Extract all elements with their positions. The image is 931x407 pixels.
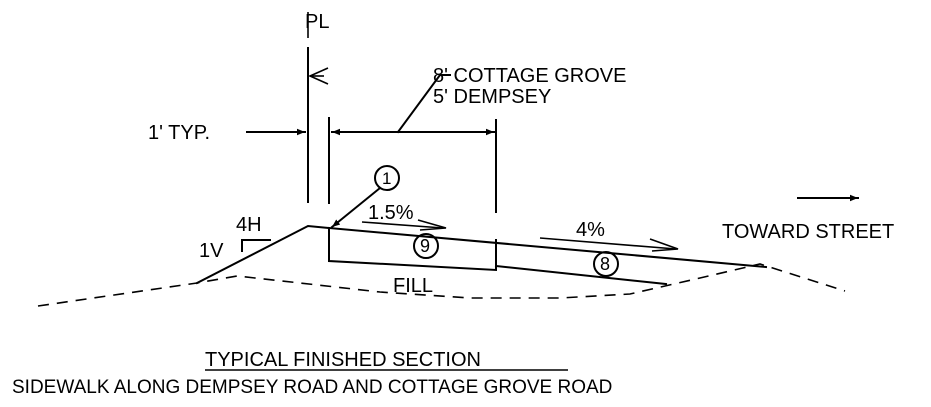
sidewalk-slab [328, 227, 497, 272]
property-line-label: PL [305, 11, 329, 33]
walk-slope-arrow [361, 219, 447, 231]
terrace-slope-label: 4% [576, 219, 605, 241]
pl-arrow-right [308, 67, 329, 85]
walk-slope-label: 1.5% [368, 202, 414, 224]
width-leader [396, 74, 451, 134]
callout-circle [374, 165, 400, 191]
section-subtitle: SIDEWALK ALONG DEMPSEY ROAD AND COTTAGE … [12, 377, 612, 398]
callout-number: 1 [382, 169, 391, 188]
fill-label: FILL [393, 275, 433, 297]
berm-slope [195, 224, 331, 285]
slope-h-label: 4H [236, 214, 262, 236]
terrace-slope-arrow [539, 237, 679, 252]
material-walk-number: 9 [420, 236, 430, 256]
material-terrace-circle [593, 251, 619, 277]
toward-street-label: TOWARD STREET [722, 221, 894, 243]
terrace-bottom [494, 264, 668, 286]
callout-leader [330, 186, 382, 229]
widths-label-line1: 8' COTTAGE GROVE [433, 65, 626, 87]
typ-offset-label: 1' TYP. [148, 122, 210, 144]
finished-grade-line [327, 226, 768, 269]
slope-triangle [241, 239, 271, 252]
section-title: TYPICAL FINISHED SECTION [205, 349, 481, 371]
slope-v-label: 1V [199, 240, 224, 262]
material-terrace-number: 8 [600, 254, 610, 274]
property-line-symbol: PL [305, 11, 329, 38]
existing-ground [37, 263, 846, 307]
widths-label-line2: 5' DEMPSEY [433, 86, 551, 108]
material-walk-circle [413, 233, 439, 259]
